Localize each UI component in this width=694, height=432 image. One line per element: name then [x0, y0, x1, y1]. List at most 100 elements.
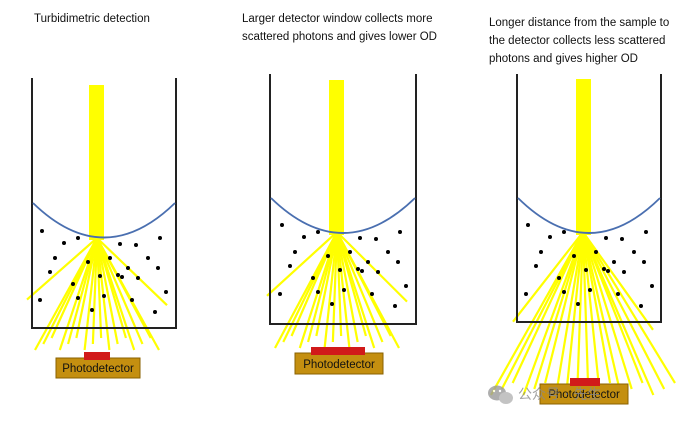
particle — [153, 310, 157, 314]
particle — [584, 268, 588, 272]
particle — [130, 298, 134, 302]
scattered-ray — [512, 231, 584, 323]
scattered-ray — [500, 231, 584, 390]
particle — [326, 254, 330, 258]
scattered-ray — [544, 231, 585, 384]
particle — [53, 256, 57, 260]
scattered-ray — [554, 231, 585, 396]
particle — [338, 268, 342, 272]
detector-window — [570, 378, 600, 386]
scattered-ray — [336, 231, 400, 349]
meniscus — [270, 197, 416, 234]
scattered-ray — [581, 231, 622, 396]
panel-2: Photodetector — [266, 74, 417, 375]
particle — [539, 250, 543, 254]
particle — [398, 230, 402, 234]
scattered-ray — [490, 231, 584, 396]
scattered-ray — [581, 231, 601, 390]
scattered-ray — [336, 231, 408, 303]
particle — [557, 276, 561, 280]
particle — [120, 275, 124, 279]
scattered-ray — [582, 231, 666, 390]
particle — [393, 304, 397, 308]
scattered-ray — [266, 231, 338, 297]
scatter-rays-2 — [266, 231, 408, 349]
particle — [524, 292, 528, 296]
particle — [156, 266, 160, 270]
scattered-ray — [91, 237, 99, 345]
particle — [620, 237, 624, 241]
scattered-ray — [582, 231, 654, 331]
particle — [366, 260, 370, 264]
particle — [164, 290, 168, 294]
scattered-ray — [96, 237, 168, 306]
particle — [622, 270, 626, 274]
caption-larger-window: Larger detector window collects more sca… — [242, 13, 437, 43]
particle — [576, 302, 580, 306]
scattered-ray — [50, 237, 99, 339]
particle — [594, 250, 598, 254]
particle — [386, 250, 390, 254]
light-beam — [576, 79, 591, 235]
scattered-ray — [581, 231, 612, 384]
cuvette — [516, 74, 662, 323]
particle — [118, 242, 122, 246]
cuvette — [31, 78, 177, 329]
photodetector-far: Photodetector — [539, 378, 629, 405]
meniscus — [517, 197, 661, 234]
particles-3 — [524, 223, 654, 308]
particle — [572, 254, 576, 258]
particle — [62, 241, 66, 245]
panel-3: Photodetector — [490, 74, 676, 405]
particle — [356, 267, 360, 271]
scatter-rays-3 — [490, 231, 676, 396]
particle — [644, 230, 648, 234]
particle — [650, 284, 654, 288]
particle — [562, 290, 566, 294]
scattered-ray — [95, 237, 136, 351]
wechat-icon — [488, 385, 513, 404]
particle — [374, 237, 378, 241]
particle — [396, 260, 400, 264]
particle — [562, 230, 566, 234]
detector-window — [84, 352, 110, 360]
particle — [370, 292, 374, 296]
scattered-ray — [95, 237, 111, 351]
scattered-ray — [95, 237, 119, 345]
particle — [48, 270, 52, 274]
scattered-ray — [576, 231, 585, 384]
scattered-ray — [581, 231, 655, 396]
particles-2 — [278, 223, 408, 308]
particle — [606, 269, 610, 273]
particle — [534, 264, 538, 268]
particle — [316, 230, 320, 234]
scattered-ray — [75, 237, 99, 339]
particle — [348, 250, 352, 254]
particle — [126, 266, 130, 270]
scattered-ray — [581, 231, 590, 396]
particle — [404, 284, 408, 288]
particle — [136, 276, 140, 280]
particle — [360, 269, 364, 273]
scattered-ray — [96, 237, 160, 351]
particle — [604, 236, 608, 240]
light-beam — [329, 80, 344, 235]
scattered-ray — [315, 231, 339, 337]
detector-label: Photodetector — [303, 359, 375, 371]
scattered-ray — [95, 237, 144, 345]
particle — [526, 223, 530, 227]
particle — [116, 273, 120, 277]
particle — [38, 298, 42, 302]
particle — [102, 294, 106, 298]
particle — [76, 296, 80, 300]
cuvette — [269, 74, 417, 325]
scattered-ray — [335, 231, 376, 349]
particle — [158, 236, 162, 240]
detector-label: Photodetector — [548, 389, 620, 401]
watermark: 公众号 · 先生 — [488, 385, 601, 404]
particle — [642, 260, 646, 264]
particle — [71, 282, 75, 286]
particle — [358, 236, 362, 240]
scattered-ray — [511, 231, 584, 384]
